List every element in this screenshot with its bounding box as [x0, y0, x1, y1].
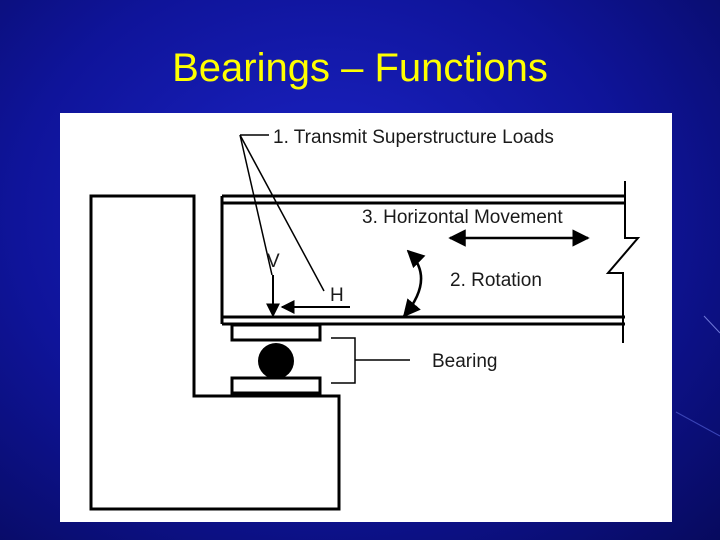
bearing-diagram-panel: 1. Transmit Superstructure Loads 3. Hori… [60, 113, 672, 522]
bearing-assembly [230, 323, 322, 395]
label-horizontal-movement: 3. Horizontal Movement [362, 207, 563, 228]
label-rotation: 2. Rotation [450, 270, 542, 291]
label-bearing: Bearing [432, 351, 498, 372]
label-horizontal-force: H [330, 285, 344, 306]
rotation-arrow [402, 249, 426, 318]
bearing-diagram: 1. Transmit Superstructure Loads 3. Hori… [89, 127, 641, 511]
slide-title: Bearings – Functions [172, 46, 548, 90]
abutment [89, 194, 341, 511]
bearing-roller [258, 343, 294, 379]
bearing-top-plate [230, 323, 322, 342]
label-vertical-force: V [267, 251, 280, 272]
bearing-bottom-plate [230, 376, 322, 395]
girder-break-line [605, 181, 641, 343]
label-transmit-loads: 1. Transmit Superstructure Loads [273, 127, 554, 148]
load-leader-lines [239, 134, 325, 292]
